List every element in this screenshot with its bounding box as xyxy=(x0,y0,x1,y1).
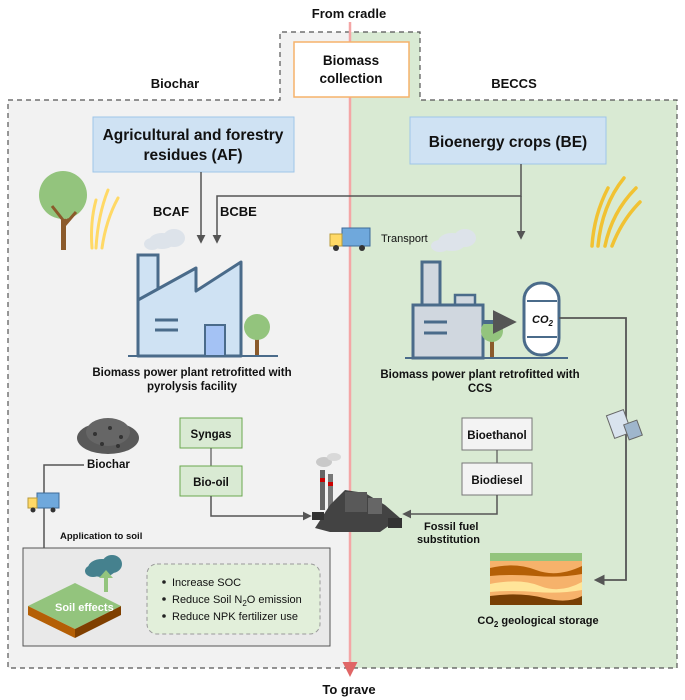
tree-icon xyxy=(39,171,87,250)
panel-outline xyxy=(7,31,678,669)
bioethanol-box xyxy=(461,417,533,451)
storage-label-sub: 2 xyxy=(494,620,499,629)
co2-tank-text: CO xyxy=(532,314,549,326)
effects-list-box xyxy=(146,563,321,635)
beccs-title: BECCS xyxy=(491,76,537,91)
af-source-box xyxy=(92,116,295,173)
co2-pipeline-arrow xyxy=(559,317,627,586)
bcaf-label: BCAF xyxy=(153,204,189,219)
right-panel xyxy=(350,32,677,668)
truck-icon xyxy=(27,492,60,513)
truck-icon xyxy=(329,227,371,251)
biodiesel-to-refinery-arrow xyxy=(402,495,498,519)
be-source-label: Bioenergy crops (BE) xyxy=(429,134,587,151)
fossil-label-line1: Fossil fuel xyxy=(424,521,478,533)
fossil-label-line2: substitution xyxy=(417,534,480,546)
refinery-icon xyxy=(312,453,402,532)
svg-text:CO2 geological storage: CO2 geological storage xyxy=(477,615,598,629)
transport-label: Transport xyxy=(381,233,428,245)
effect-2-post: O emission xyxy=(247,594,302,606)
biodiesel-label: Biodiesel xyxy=(471,475,522,487)
syngas-box xyxy=(179,417,243,449)
bio-oil-to-refinery-arrow xyxy=(210,496,312,521)
cloud-icon xyxy=(85,555,122,577)
application-label: Application to soil xyxy=(60,531,142,542)
left-plant-caption-line1: Biomass power plant retrofitted with xyxy=(92,367,291,379)
biochar-pile-icon xyxy=(77,418,139,454)
right-plant-caption-line2: CCS xyxy=(468,383,493,395)
effect-2: Reduce Soil N xyxy=(172,594,242,606)
storage-label: CO xyxy=(477,615,494,627)
biomass-collection-line2: collection xyxy=(319,71,382,86)
svg-text:Increase SOC: Increase SOC xyxy=(172,577,241,589)
right-plant-caption-line1: Biomass power plant retrofitted with xyxy=(380,369,579,381)
svg-text:CO2: CO2 xyxy=(532,314,554,328)
wheat-icon xyxy=(590,176,642,248)
effect-3: Reduce NPK fertilizer use xyxy=(172,611,298,623)
bioethanol-label: Bioethanol xyxy=(467,430,526,442)
factory-icon xyxy=(136,253,270,358)
soil-effects-label: Soil effects xyxy=(55,602,114,614)
from-cradle-label: From cradle xyxy=(312,6,386,21)
cloud-icon xyxy=(144,229,185,250)
biomass-collection-box xyxy=(293,41,410,98)
be-to-biochar-arrow xyxy=(212,164,522,244)
biochar-product-label: Biochar xyxy=(87,459,130,471)
syngas-label: Syngas xyxy=(191,429,232,441)
left-plant-caption-line2: pyrolysis facility xyxy=(147,381,238,393)
biochar-to-soil-arrow xyxy=(39,464,84,580)
af-source-line2: residues (AF) xyxy=(143,147,242,164)
af-source-line1: Agricultural and forestry xyxy=(103,127,284,144)
bcbe-label: BCBE xyxy=(220,204,257,219)
svg-text:Reduce NPK fertilizer use: Reduce NPK fertilizer use xyxy=(172,611,298,623)
svg-text:Reduce Soil N2O emission: Reduce Soil N2O emission xyxy=(172,594,302,608)
soil-tile-icon xyxy=(28,583,121,638)
geological-layers-icon xyxy=(490,553,582,605)
cloud-icon xyxy=(431,229,476,252)
truck-icon xyxy=(605,409,643,441)
bio-oil-box xyxy=(179,465,243,497)
biochar-title: Biochar xyxy=(151,76,199,91)
wheat-icon xyxy=(90,188,120,250)
to-grave-label: To grave xyxy=(322,682,375,697)
biomass-collection-line1: Biomass xyxy=(323,53,379,68)
storage-label-post: geological storage xyxy=(498,615,598,627)
bio-oil-label: Bio-oil xyxy=(193,477,229,489)
be-source-box xyxy=(409,116,607,165)
emission-arrow-icon xyxy=(99,570,113,592)
factory-icon xyxy=(411,260,517,360)
co2-tank-icon: CO2 xyxy=(522,281,561,357)
biodiesel-box xyxy=(461,462,533,496)
effect-1: Increase SOC xyxy=(172,577,241,589)
co2-tank-sub: 2 xyxy=(548,319,554,328)
effect-2-sub: 2 xyxy=(242,599,247,608)
